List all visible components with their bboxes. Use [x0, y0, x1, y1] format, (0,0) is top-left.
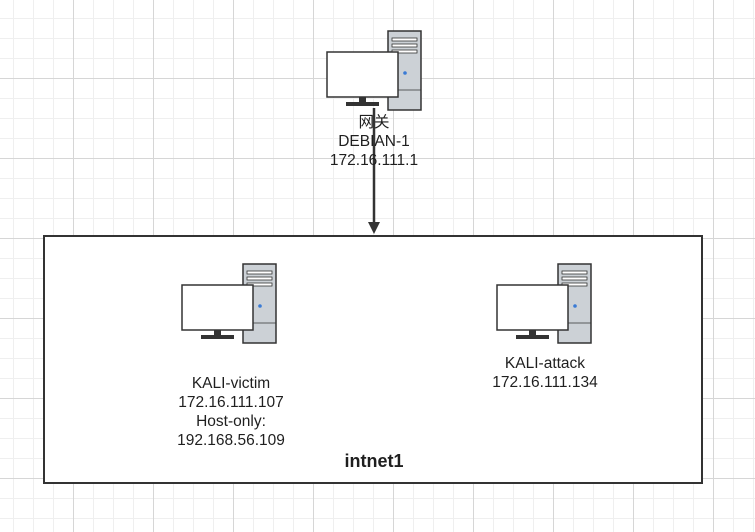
victim-computer-icon[interactable]	[181, 263, 279, 345]
victim-label: KALI-victim 172.16.111.107 Host-only: 19…	[177, 374, 285, 450]
gateway-label: 网关 DEBIAN-1 172.16.111.1	[330, 113, 418, 170]
victim-hostname-label: KALI-victim	[191, 375, 271, 392]
gateway-hostname-label: DEBIAN-1	[338, 133, 410, 150]
victim-ip-label: 172.16.111.107	[178, 394, 284, 411]
network-group-intnet1[interactable]	[43, 235, 703, 484]
gateway-computer-icon[interactable]	[326, 30, 424, 112]
gateway-role-label: 网关	[358, 114, 390, 131]
gateway-ip-label: 172.16.111.1	[329, 152, 419, 169]
connector-arrowhead	[368, 222, 380, 234]
attacker-label: KALI-attack 172.16.111.134	[492, 354, 597, 392]
attacker-ip-label: 172.16.111.134	[492, 374, 598, 391]
attacker-hostname-label: KALI-attack	[504, 355, 586, 372]
network-label: intnet1	[344, 451, 404, 471]
victim-hostonly-label: Host-only:	[196, 413, 266, 430]
victim-hostonly-ip-label: 192.168.56.109	[177, 432, 285, 449]
attacker-computer-icon[interactable]	[496, 263, 594, 345]
